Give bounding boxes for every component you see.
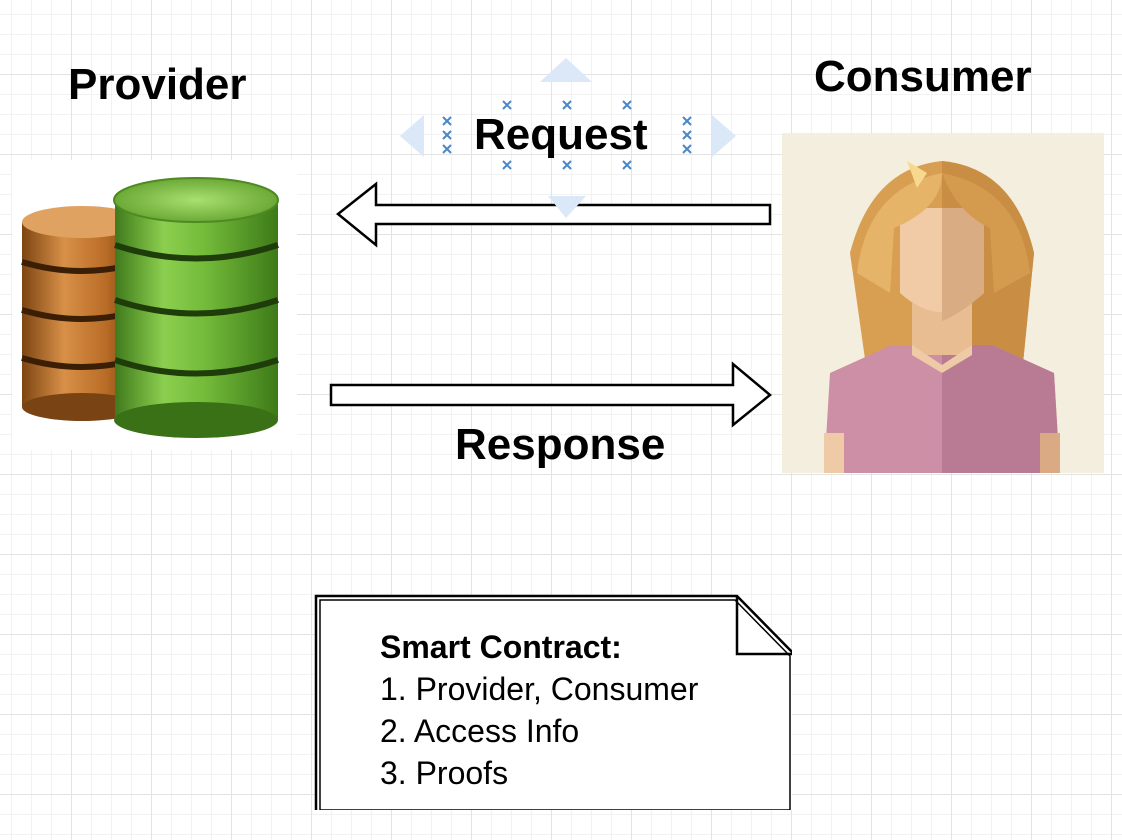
resize-handles bbox=[442, 100, 692, 170]
move-up-handle-icon bbox=[540, 58, 592, 82]
note-item: 1. Provider, Consumer bbox=[380, 671, 699, 707]
response-label[interactable]: Response bbox=[455, 420, 666, 469]
database-front-cylinder bbox=[113, 177, 279, 438]
move-down-handle-icon bbox=[548, 196, 586, 218]
note-item: 3. Proofs bbox=[380, 755, 509, 791]
request-label[interactable]: Request bbox=[474, 110, 648, 159]
note-heading: Smart Contract: bbox=[380, 629, 622, 665]
smart-contract-note[interactable] bbox=[312, 592, 792, 810]
note-item: 2. Access Info bbox=[380, 713, 580, 749]
person-avatar-icon bbox=[824, 161, 1060, 473]
smart-contract-note-text: Smart Contract: 1. Provider, Consumer 2.… bbox=[380, 626, 698, 794]
consumer-title[interactable]: Consumer bbox=[814, 52, 1032, 101]
provider-title[interactable]: Provider bbox=[68, 60, 247, 109]
move-left-handle-icon bbox=[400, 115, 424, 157]
move-right-handle-icon bbox=[712, 115, 736, 157]
